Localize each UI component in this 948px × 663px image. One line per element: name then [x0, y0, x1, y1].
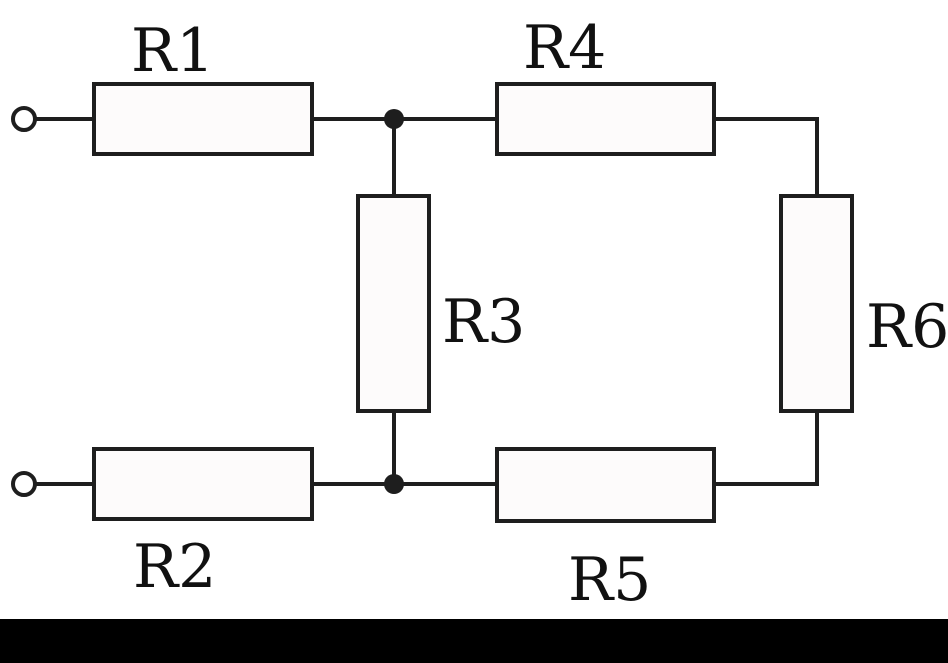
label-r6: R6	[866, 292, 948, 362]
resistor-r1	[92, 82, 314, 156]
resistor-r3	[356, 194, 431, 413]
terminal-bottom	[11, 471, 37, 497]
label-r1: R1	[131, 16, 214, 86]
label-r5: R5	[568, 545, 651, 615]
junction-bottom	[384, 474, 404, 494]
wires	[34, 117, 819, 486]
label-r4: R4	[523, 13, 606, 83]
wire-r6-to-r5	[712, 409, 819, 486]
bottom-black-band	[0, 619, 948, 663]
resistor-r5	[495, 447, 716, 523]
junction-top	[384, 109, 404, 129]
resistor-r2	[92, 447, 314, 521]
resistor-r4	[495, 82, 716, 156]
wire-r4-to-r6	[712, 117, 819, 198]
resistor-r6	[779, 194, 854, 413]
label-r3: R3	[442, 287, 525, 357]
terminal-top	[11, 106, 37, 132]
label-r2: R2	[133, 532, 216, 602]
